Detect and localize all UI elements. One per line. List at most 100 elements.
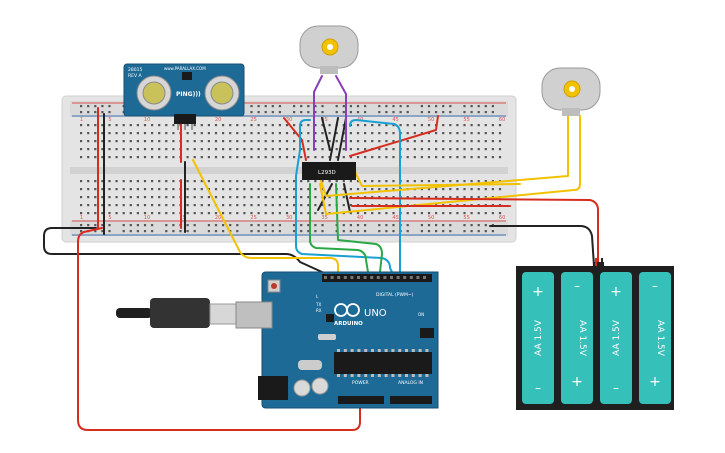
rail-hole xyxy=(101,224,104,227)
breadboard-hole xyxy=(222,132,225,135)
breadboard-hole xyxy=(435,180,438,183)
breadboard-hole xyxy=(378,212,381,215)
arduino-uno[interactable]: DIGITAL (PWM~) ARDUINO UNO TX RX ON L PO… xyxy=(116,271,439,409)
breadboard-hole xyxy=(101,204,104,207)
breadboard-hole xyxy=(449,196,452,199)
breadboard-hole xyxy=(129,132,132,135)
breadboard[interactable]: 1155101015152020252530303535404045455050… xyxy=(61,95,517,243)
breadboard-hole xyxy=(80,124,83,127)
rail-hole xyxy=(427,105,431,108)
l-label: L xyxy=(316,294,319,299)
wire-red-ic-1 xyxy=(283,117,307,161)
rail-hole xyxy=(179,230,182,233)
breadboard-hole xyxy=(314,188,317,191)
rail-hole xyxy=(101,105,104,108)
breadboard-hole xyxy=(271,156,274,159)
breadboard-hole xyxy=(491,132,494,135)
breadboard-hole xyxy=(158,140,161,143)
breadboard-hole xyxy=(264,148,267,151)
cell-label: AA 1.5V xyxy=(577,320,587,357)
breadboard-hole xyxy=(214,212,218,215)
chip-pin xyxy=(377,349,381,352)
rail-hole xyxy=(342,224,345,227)
rail-hole xyxy=(463,224,466,227)
breadboard-hole xyxy=(278,140,281,143)
breadboard-hole xyxy=(321,124,324,127)
breadboard-hole xyxy=(186,148,189,151)
minus-sign: – xyxy=(652,279,658,293)
breadboard-hole xyxy=(243,204,246,207)
breadboard-hole xyxy=(115,124,118,127)
breadboard-hole xyxy=(200,180,203,183)
breadboard-hole xyxy=(101,148,104,151)
rail-hole xyxy=(349,105,352,108)
breadboard-hole xyxy=(470,140,473,143)
breadboard-hole xyxy=(285,140,289,143)
breadboard-hole xyxy=(435,156,438,159)
battery-cell: +–AA 1.5V xyxy=(639,272,671,404)
rail-hole xyxy=(321,105,324,108)
breadboard-hole xyxy=(293,180,296,183)
breadboard-hole xyxy=(300,180,303,183)
breadboard-hole xyxy=(250,212,253,215)
rail-hole xyxy=(165,224,168,227)
breadboard-hole xyxy=(94,212,97,215)
rail-hole xyxy=(214,230,218,233)
breadboard-hole xyxy=(498,132,502,135)
breadboard-hole xyxy=(115,140,118,143)
breadboard-hole xyxy=(271,180,274,183)
breadboard-hole xyxy=(165,188,168,191)
breadboard-hole xyxy=(278,196,281,199)
rail-hole xyxy=(293,230,296,233)
rail-hole xyxy=(442,224,445,227)
breadboard-hole xyxy=(435,196,438,199)
breadboard-hole xyxy=(129,180,132,183)
dc-motor-1[interactable] xyxy=(299,25,359,74)
breadboard-hole xyxy=(101,196,104,199)
breadboard-hole xyxy=(371,140,374,143)
rail-hole xyxy=(307,105,310,108)
chip-pin xyxy=(418,374,422,377)
breadboard-hole xyxy=(413,156,416,159)
breadboard-hole xyxy=(87,132,90,135)
breadboard-hole xyxy=(378,196,381,199)
breadboard-hole xyxy=(484,196,487,199)
breadboard-hole xyxy=(470,132,473,135)
breadboard-hole xyxy=(463,140,466,143)
rail-hole xyxy=(207,230,210,233)
breadboard-hole xyxy=(456,196,459,199)
breadboard-hole xyxy=(80,132,83,135)
breadboard-hole xyxy=(108,132,111,135)
breadboard-hole xyxy=(356,132,360,135)
rail-hole xyxy=(271,111,274,114)
breadboard-hole xyxy=(491,148,494,151)
breadboard-hole xyxy=(406,148,409,151)
breadboard-hole xyxy=(122,204,125,207)
breadboard-hole xyxy=(285,124,289,127)
breadboard-hole xyxy=(243,148,246,151)
rail-hole xyxy=(364,111,367,114)
header-pin xyxy=(337,276,341,279)
breadboard-hole xyxy=(321,180,324,183)
rail-hole xyxy=(122,230,125,233)
rail-hole xyxy=(364,105,367,108)
breadboard-hole xyxy=(491,124,494,127)
rail-hole xyxy=(435,230,438,233)
breadboard-hole xyxy=(200,156,203,159)
arduino-logo xyxy=(334,303,360,317)
breadboard-hole xyxy=(271,148,274,151)
breadboard-hole xyxy=(151,148,154,151)
motor-driver-ic[interactable]: L293D xyxy=(302,162,356,180)
rail-hole xyxy=(463,105,466,108)
breadboard-hole xyxy=(278,212,281,215)
dc-motor-2[interactable] xyxy=(541,67,601,116)
wire-blue-1 xyxy=(295,119,393,273)
ultrasonic-sensor[interactable]: 28015 REV A www.PARALLAX.COM PING))) xyxy=(123,63,245,130)
battery-pack[interactable]: +–AA 1.5V+–AA 1.5V+–AA 1.5V+–AA 1.5V xyxy=(516,258,674,410)
breadboard-hole xyxy=(264,196,267,199)
breadboard-hole xyxy=(456,148,459,151)
rail-hole xyxy=(406,224,409,227)
rail-hole xyxy=(293,224,296,227)
breadboard-hole xyxy=(449,124,452,127)
